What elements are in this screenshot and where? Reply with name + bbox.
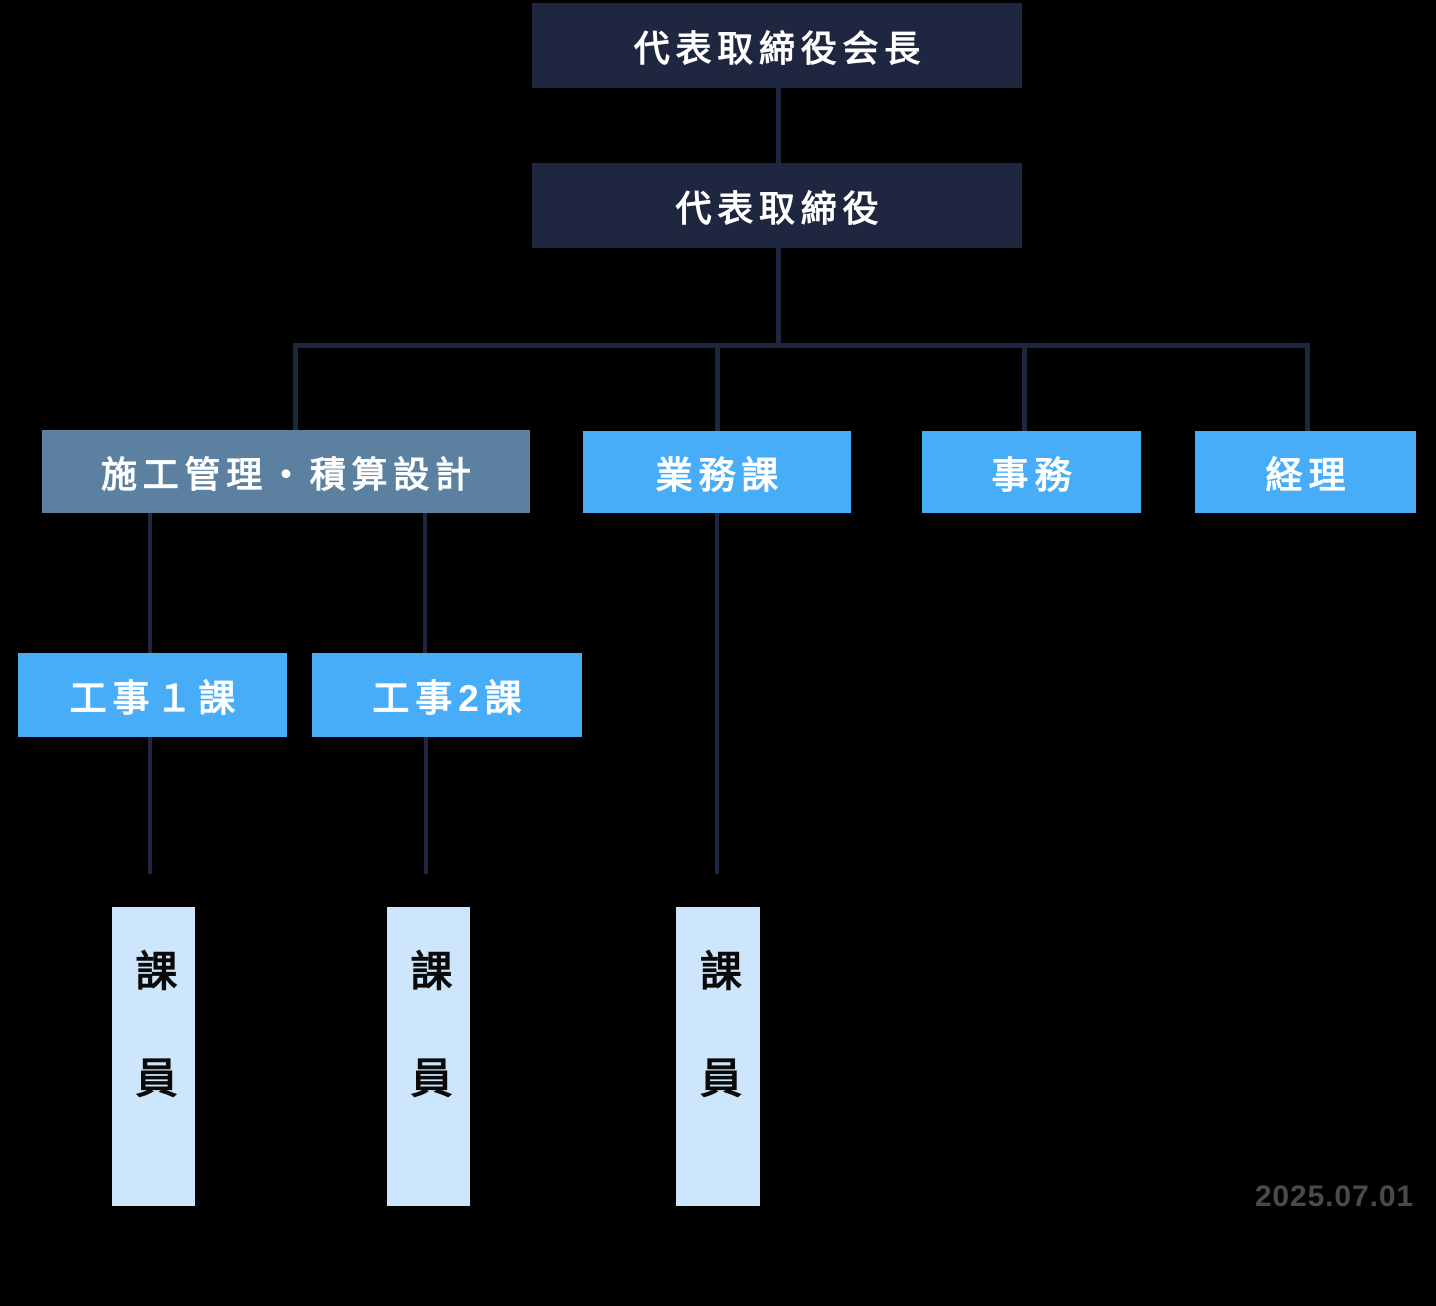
connector-horizontal-bus <box>295 343 1309 348</box>
connector-drop-accounting <box>1305 343 1310 431</box>
org-node-accounting-dept: 経理 <box>1195 431 1416 513</box>
connector-works1-staff <box>148 737 152 874</box>
org-node-president: 代表取締役 <box>532 163 1022 248</box>
connector-drop-operations <box>715 343 720 431</box>
connector-chairman-president <box>776 88 781 163</box>
org-node-works-section-1: 工事１課 <box>18 653 287 737</box>
connector-construction-works2 <box>423 513 427 653</box>
connector-drop-admin <box>1022 343 1027 431</box>
connector-president-drop <box>776 248 781 345</box>
org-node-admin-dept: 事務 <box>922 431 1141 513</box>
org-node-staff-works1: 課員 <box>112 907 195 1206</box>
org-node-operations-dept: 業務課 <box>583 431 851 513</box>
org-node-works-section-2: 工事2課 <box>312 653 582 737</box>
connector-operations-staff <box>715 513 719 874</box>
org-node-chairman: 代表取締役会長 <box>532 3 1022 88</box>
revision-date: 2025.07.01 <box>1254 1180 1414 1213</box>
connector-drop-construction <box>293 343 298 430</box>
org-node-staff-works2: 課員 <box>387 907 470 1206</box>
org-node-staff-operations: 課員 <box>676 907 760 1206</box>
connector-construction-works1 <box>148 513 152 653</box>
connector-works2-staff <box>424 737 428 874</box>
org-node-construction-dept: 施工管理・積算設計 <box>42 430 530 513</box>
